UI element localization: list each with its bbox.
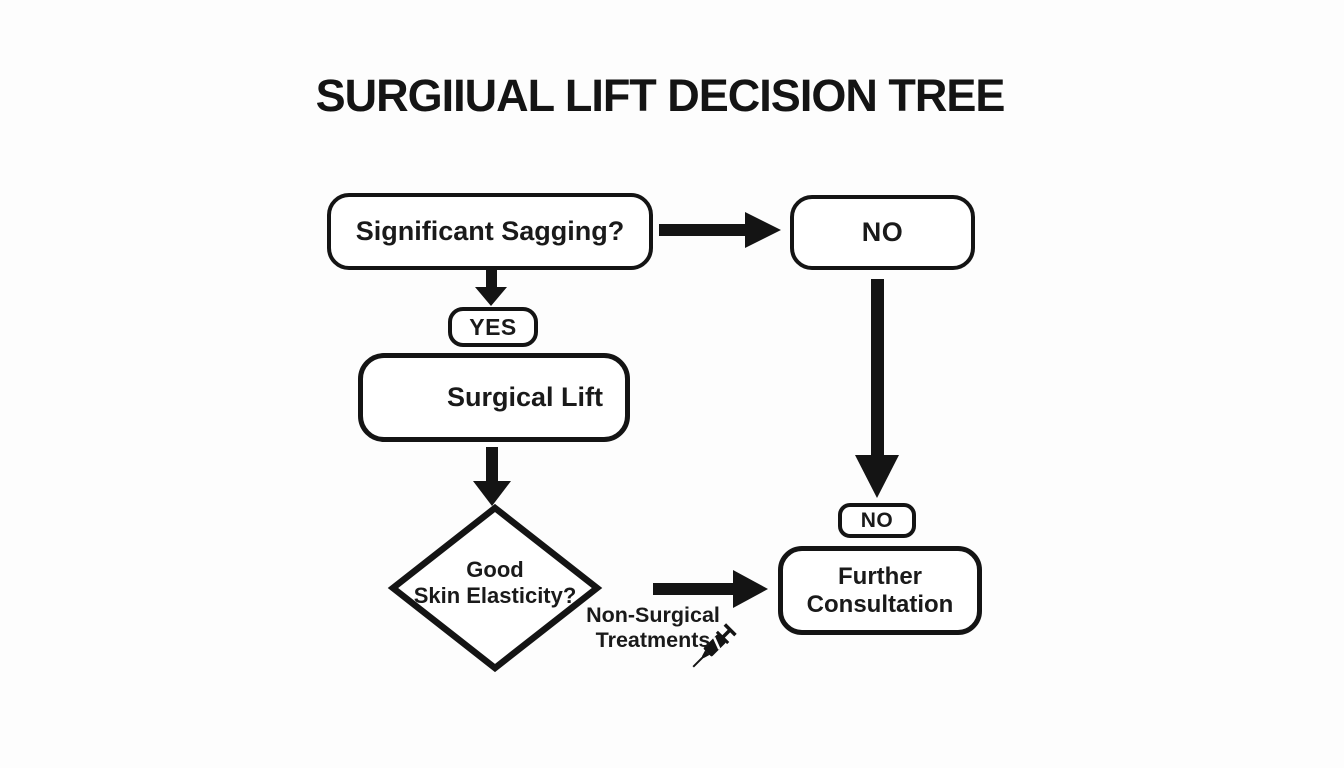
node-significant-sagging: Significant Sagging? bbox=[327, 193, 653, 270]
arrow-elasticity-to-consultation bbox=[653, 570, 768, 608]
decision-diamond-shape bbox=[387, 503, 603, 673]
edge-label-non-surgical: Non-Surgical Treatments bbox=[560, 603, 746, 653]
page-title: SURGIIUAL LIFT DECISION TREE bbox=[315, 70, 1006, 121]
skin-elasticity-line2: Skin Elasticity? bbox=[413, 583, 577, 608]
badge-yes: YES bbox=[448, 307, 538, 347]
arrow-sagging-to-no bbox=[659, 212, 781, 248]
arrow-no-to-consultation bbox=[855, 279, 899, 498]
non-surgical-line2: Treatments bbox=[595, 628, 711, 652]
further-consultation-line1: Further bbox=[838, 562, 922, 590]
node-further-consultation: Further Consultation bbox=[778, 546, 982, 635]
surgical-lift-label: Surgical Lift bbox=[446, 382, 603, 412]
node-skin-elasticity-label: Good Skin Elasticity? bbox=[393, 557, 597, 609]
node-surgical-lift: Surgical Lift bbox=[358, 353, 630, 442]
non-surgical-line1: Non-Surgical bbox=[586, 603, 720, 627]
skin-elasticity-line1: Good bbox=[466, 557, 524, 582]
badge-no: NO bbox=[838, 503, 916, 538]
node-no-top: NO bbox=[790, 195, 975, 270]
syringe-icon bbox=[692, 623, 737, 668]
arrow-sagging-to-yes bbox=[475, 270, 507, 306]
further-consultation-line2: Consultation bbox=[806, 590, 954, 618]
arrow-surgical-to-elasticity bbox=[473, 447, 511, 506]
